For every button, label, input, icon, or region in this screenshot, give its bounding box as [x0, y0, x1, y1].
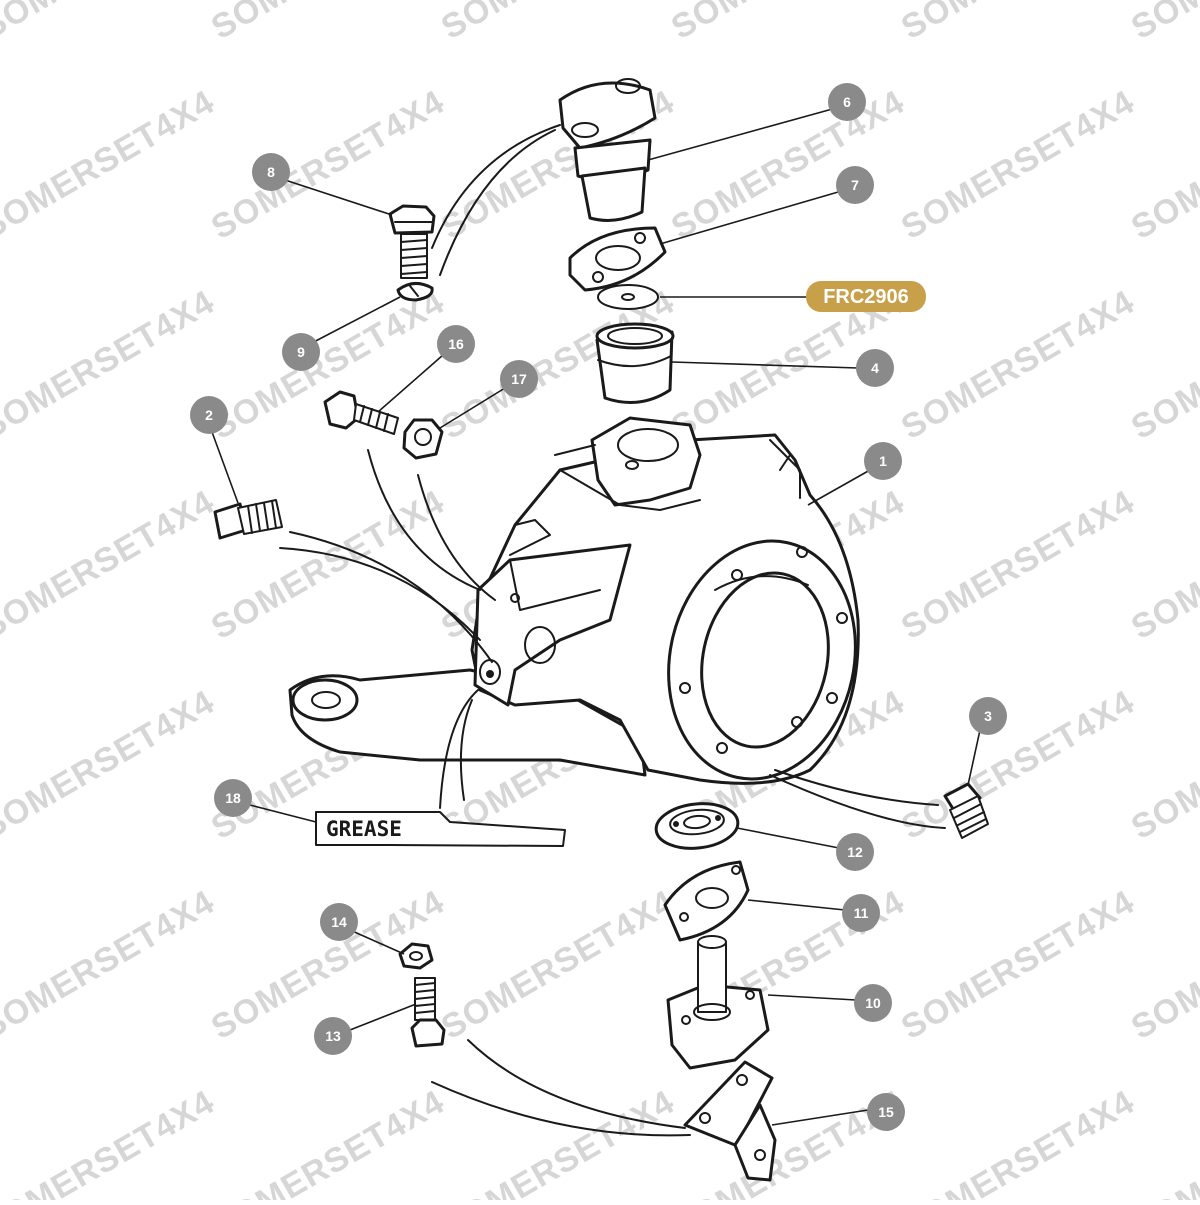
callout-badge-11: 11 [842, 894, 880, 932]
part-14-nut [398, 942, 434, 970]
callout-badge-14: 14 [320, 903, 358, 941]
callout-badge-6: 6 [828, 83, 866, 121]
leader-lines [211, 107, 981, 1126]
watermark-text: SOMERSET4X4 [435, 1083, 681, 1200]
watermark-text: SOMERSET4X4 [0, 483, 221, 647]
highlight-pill[interactable] [806, 281, 926, 312]
part-15-bracket [683, 1060, 777, 1182]
watermark-text: SOMERSET4X4 [665, 0, 911, 47]
watermark-text: SOMERSET4X4 [895, 83, 1141, 247]
callout-badge-2: 2 [190, 396, 228, 434]
svg-text:12: 12 [847, 844, 863, 860]
svg-text:14: 14 [331, 914, 347, 930]
part-frc2906-washer [597, 284, 659, 310]
part-17-nut [402, 418, 444, 460]
watermark-text: SOMERSET4X4 [435, 883, 681, 1047]
svg-text:3: 3 [984, 708, 992, 724]
watermark-text: SOMERSET4X4 [0, 1083, 221, 1200]
watermark-text: SOMERSET4X4 [0, 83, 221, 247]
svg-text:1: 1 [879, 453, 887, 469]
part-12-bearing [654, 802, 740, 850]
part-18-grease-label: GREASE [315, 811, 566, 847]
part-9-spring-washer [396, 282, 434, 302]
part-10-swivel-pin-bottom [666, 935, 770, 1070]
part-16-bolt [323, 390, 399, 435]
svg-text:11: 11 [854, 905, 869, 921]
watermark-text: SOMERSET4X4 [1125, 1083, 1200, 1200]
highlighted-part-callout[interactable]: FRC2906 [806, 281, 926, 312]
part-7-shim [568, 226, 667, 292]
highlight-part-number: FRC2906 [823, 286, 909, 308]
svg-text:6: 6 [843, 94, 851, 110]
callout-badge-17: 17 [500, 360, 538, 398]
part-8-bolt [388, 204, 436, 279]
svg-text:8: 8 [267, 164, 275, 180]
callout-badge-3: 3 [969, 697, 1007, 735]
part-3-plug [943, 782, 989, 839]
callout-badge-12: 12 [836, 833, 874, 871]
callout-badge-8: 8 [252, 153, 290, 191]
watermark-text: SOMERSET4X4 [895, 0, 1141, 47]
svg-text:10: 10 [865, 995, 881, 1011]
watermark-text: SOMERSET4X4 [205, 0, 451, 47]
watermark-text: SOMERSET4X4 [895, 283, 1141, 447]
callout-badge-4: 4 [856, 349, 894, 387]
callout-badge-10: 10 [854, 984, 892, 1022]
assembly-guide-lines [279, 124, 946, 1137]
svg-text:7: 7 [851, 177, 859, 193]
part-6-swivel-pin-top [558, 78, 657, 222]
callout-badge-13: 13 [314, 1017, 352, 1055]
callout-badge-7: 7 [836, 166, 874, 204]
svg-text:9: 9 [297, 344, 305, 360]
watermark-text: SOMERSET4X4 [1125, 0, 1200, 47]
watermark-text: SOMERSET4X4 [895, 883, 1141, 1047]
callout-badge-9: 9 [282, 333, 320, 371]
watermark-text: SOMERSET4X4 [665, 83, 911, 247]
svg-text:17: 17 [511, 371, 527, 387]
part-1-swivel-housing [288, 416, 860, 785]
part-4-bearing [595, 322, 675, 404]
watermark-text: SOMERSET4X4 [0, 283, 221, 447]
watermark-text: SOMERSET4X4 [895, 683, 1141, 847]
callout-badge-18: 18 [214, 779, 252, 817]
watermark-text: SOMERSET4X4 [205, 1083, 451, 1200]
part-2-plug [213, 499, 283, 540]
svg-text:16: 16 [448, 336, 464, 352]
svg-text:15: 15 [878, 1104, 894, 1120]
watermark-text: SOMERSET4X4 [0, 883, 221, 1047]
watermark-text: SOMERSET4X4 [0, 683, 221, 847]
watermark-text: SOMERSET4X4 [895, 1083, 1141, 1200]
callout-badge-16: 16 [437, 325, 475, 363]
callout-badge-1: 1 [864, 442, 902, 480]
part-11-shim [663, 860, 750, 942]
svg-text:13: 13 [325, 1028, 341, 1044]
callout-badge-15: 15 [867, 1093, 905, 1131]
svg-text:2: 2 [205, 407, 213, 423]
svg-text:4: 4 [871, 360, 879, 376]
part-13-stud [410, 977, 446, 1048]
watermark-text: SOMERSET4X4 [435, 0, 681, 47]
grease-label: GREASE [326, 817, 402, 841]
watermark-text: SOMERSET4X4 [895, 483, 1141, 647]
watermark-text: SOMERSET4X4 [0, 0, 221, 47]
svg-text:18: 18 [225, 790, 241, 806]
